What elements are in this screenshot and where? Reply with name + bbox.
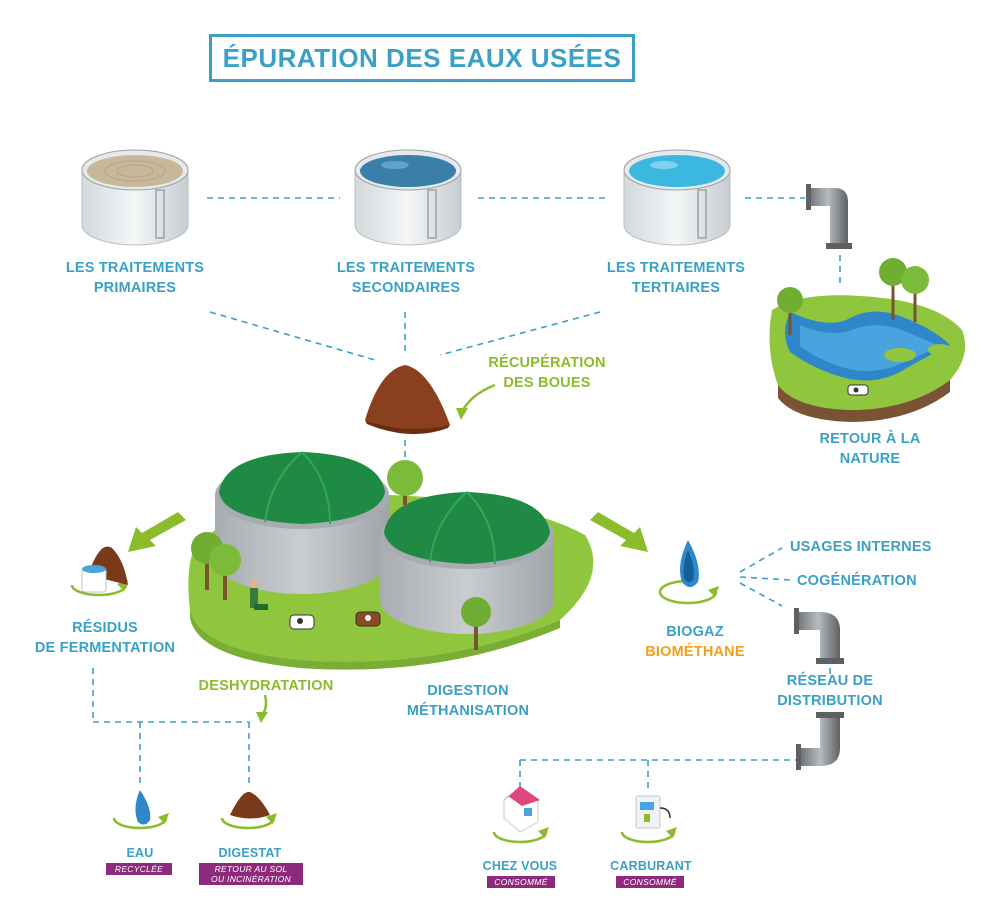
outlet-pipe xyxy=(806,184,852,249)
home-label: CHEZ VOUS xyxy=(482,859,558,873)
fuel-icon xyxy=(620,795,677,844)
residues-line2: DE FERMENTATION xyxy=(34,640,176,656)
sludge-pile xyxy=(365,365,450,435)
biogas-icon xyxy=(658,540,719,605)
sludge-line1: RÉCUPÉRATION xyxy=(488,355,606,371)
network-line1: RÉSEAU DE xyxy=(786,673,874,689)
internal-uses-label: USAGES INTERNES xyxy=(790,539,932,555)
home-tag: CONSOMMÉ xyxy=(487,876,555,888)
water-tag: RECYCLÉE xyxy=(106,863,172,875)
digestate-tag-line1: RETOUR AU SOL xyxy=(214,864,288,874)
nature-line1: RETOUR À LA xyxy=(819,431,921,447)
digestate-label: DIGESTAT xyxy=(218,846,282,860)
nature-label: RETOUR À LA NATURE xyxy=(790,429,950,469)
home-icon xyxy=(492,786,549,844)
cogeneration-label: COGÉNÉRATION xyxy=(797,573,917,589)
fuel-tag: CONSOMMÉ xyxy=(616,876,684,888)
secondary-tank xyxy=(354,149,462,246)
secondary-treatment-label: LES TRAITEMENTS SECONDAIRES xyxy=(316,258,496,298)
arrow-to-biogas xyxy=(590,512,648,552)
dehydration-label: DESHYDRATATION xyxy=(198,678,334,694)
biogas-label: BIOGAZ BIOMÉTHANE xyxy=(620,622,770,662)
distribution-pipes xyxy=(794,608,844,770)
primary-tank xyxy=(81,149,189,246)
connector-lines xyxy=(92,197,841,790)
digestion-line2: MÉTHANISATION xyxy=(406,703,530,719)
water-icon xyxy=(112,790,169,830)
primary-treatment-line2: PRIMAIRES xyxy=(93,280,177,296)
residues-icon xyxy=(70,546,128,597)
tertiary-treatment-line2: TERTIAIRES xyxy=(631,280,721,296)
title-box: ÉPURATION DES EAUX USÉES xyxy=(209,34,635,82)
digestate-icon xyxy=(220,791,277,830)
fuel-label: CARBURANT xyxy=(610,859,692,873)
page-title: ÉPURATION DES EAUX USÉES xyxy=(222,42,622,73)
network-label: RÉSEAU DE DISTRIBUTION xyxy=(755,671,905,711)
tertiary-treatment-line1: LES TRAITEMENTS xyxy=(606,260,746,276)
nature-island xyxy=(769,258,966,422)
tertiary-treatment-label: LES TRAITEMENTS TERTIAIRES xyxy=(586,258,766,298)
primary-treatment-line1: LES TRAITEMENTS xyxy=(65,260,205,276)
digester-field xyxy=(188,451,594,670)
biogas-line1: BIOGAZ xyxy=(666,624,724,640)
secondary-treatment-line2: SECONDAIRES xyxy=(351,280,461,296)
nature-line2: NATURE xyxy=(839,451,901,467)
digestion-line1: DIGESTION xyxy=(427,683,509,699)
secondary-treatment-line1: LES TRAITEMENTS xyxy=(336,260,476,276)
arrow-to-residues xyxy=(128,512,186,552)
digestate-tag: RETOUR AU SOL OU INCINÉRATION xyxy=(199,863,303,885)
sludge-label: RÉCUPÉRATION DES BOUES xyxy=(472,353,622,393)
network-line2: DISTRIBUTION xyxy=(777,693,883,709)
primary-treatment-label: LES TRAITEMENTS PRIMAIRES xyxy=(45,258,225,298)
residues-line1: RÉSIDUS xyxy=(72,620,138,636)
digestion-label: DIGESTION MÉTHANISATION xyxy=(388,681,548,721)
sludge-line2: DES BOUES xyxy=(503,375,591,391)
water-label: EAU xyxy=(126,846,154,860)
tertiary-tank xyxy=(623,149,731,246)
residues-label: RÉSIDUS DE FERMENTATION xyxy=(25,618,185,658)
biomethane-line2: BIOMÉTHANE xyxy=(645,644,745,660)
digestate-tag-line2: OU INCINÉRATION xyxy=(211,874,291,884)
